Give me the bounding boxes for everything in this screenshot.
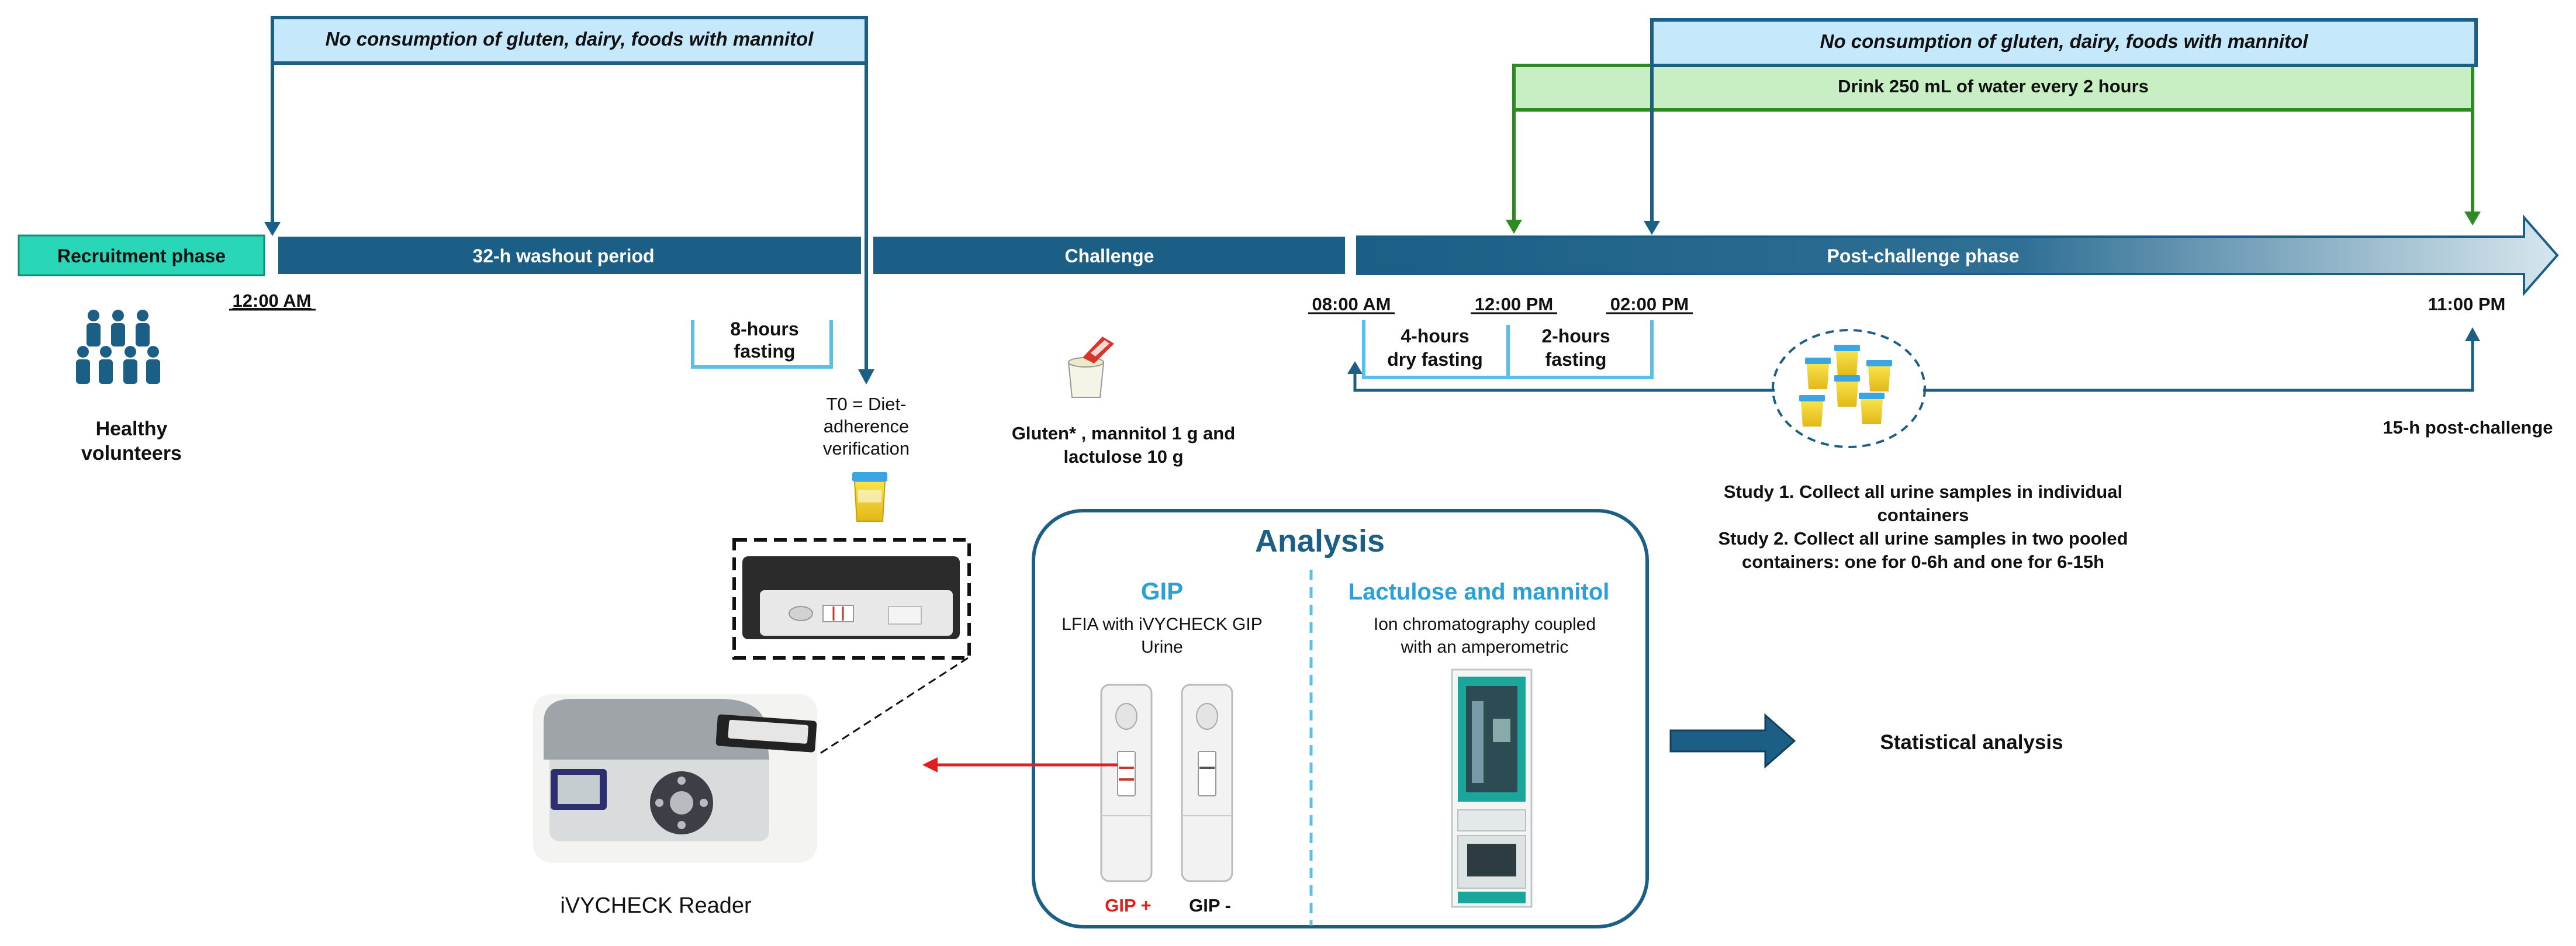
study-line-4: containers: one for 0-6h and one for 6-1… [1742, 552, 2104, 572]
washout-bar [278, 237, 861, 274]
top-band-right: Drink 250 mL of water every 2 hours No c… [1506, 18, 2481, 235]
time-1200pm: 12:00 PM [1475, 294, 1553, 314]
analysis-title: Analysis [1255, 524, 1385, 559]
gip-positive-strip [1100, 684, 1153, 882]
recruitment-phase-bar [18, 234, 265, 276]
fasting-4h-line1: 4-hours [1401, 325, 1469, 346]
study-line-1: Study 1. Collect all urine samples in in… [1724, 481, 2122, 502]
time-1100pm: 11:00 PM [2428, 294, 2506, 314]
time-0800am: 08:00 AM [1312, 294, 1391, 314]
reader-label: iVYCHECK Reader [560, 893, 752, 918]
top-band-left-text: No consumption of gluten, dairy, foods w… [326, 28, 814, 50]
gip-title: GIP [1141, 577, 1183, 605]
time-1200am: 12:00 AM [233, 290, 312, 311]
volunteers-label-2: volunteers [81, 442, 182, 465]
lm-title: Lactulose and mannitol [1348, 579, 1610, 605]
challenge-desc-1: Gluten* , mannitol 1 g and [1012, 423, 1235, 443]
challenge-desc-2: lactulose 10 g [1063, 446, 1183, 467]
t0-line3: verification [823, 438, 910, 459]
fasting-8h-line1: 8-hours [730, 318, 798, 339]
challenge-label: Challenge [1065, 245, 1154, 266]
ivycheck-reader-device [533, 694, 817, 862]
t0-line2: adherence [824, 416, 910, 436]
gip-negative-label: GIP - [1189, 895, 1231, 916]
time-labels: 12:00 AM 08:00 AM 12:00 PM 02:00 PM 11:0… [229, 290, 2505, 314]
gip-negative-strip [1181, 684, 1233, 882]
recruitment-phase-label: Recruitment phase [57, 245, 226, 266]
ion-chromatograph-instrument [1451, 668, 1533, 908]
time-0200pm: 02:00 PM [1610, 294, 1689, 314]
block-arrow [1669, 713, 1796, 769]
arrow-head [1506, 220, 1522, 234]
post-challenge-arrow [1356, 214, 2559, 297]
volunteers-icon [76, 310, 160, 384]
post-challenge-label: Post-challenge phase [1827, 245, 2020, 266]
top-band-left: No consumption of gluten, dairy, foods w… [264, 16, 874, 384]
washout-label: 32-h washout period [472, 245, 654, 266]
study-line-3: Study 2. Collect all urine samples in tw… [1718, 528, 2128, 549]
arrow-head [264, 222, 281, 236]
statistical-analysis-label: Statistical analysis [1880, 731, 2063, 754]
t0-line1: T0 = Diet- [827, 394, 907, 414]
urine-cup-icon [852, 472, 887, 522]
urine-samples-cluster-icon [1772, 329, 1926, 448]
lm-desc-1: Ion chromatography coupled [1374, 615, 1596, 634]
fasting-4h-line2: dry fasting [1387, 349, 1483, 370]
challenge-cup-icon [1067, 337, 1114, 398]
gip-desc-2: Urine [1141, 637, 1183, 657]
timeline: Recruitment phase 32-h washout period Ch… [18, 214, 2559, 297]
post-15h-label: 15-h post-challenge [2383, 417, 2553, 438]
lm-desc-2: with an amperometric [1401, 637, 1569, 657]
red-arrow [922, 757, 1118, 772]
fasting-8h-line2: fasting [734, 341, 796, 362]
fasting-4h-2h-brackets: 4-hours dry fasting 2-hours fasting [1362, 320, 1654, 379]
gip-positive-label: GIP + [1105, 895, 1152, 916]
water-band-text: Drink 250 mL of water every 2 hours [1838, 76, 2149, 96]
fasting-2h-line2: fasting [1545, 349, 1607, 370]
analysis-box: Analysis GIP LFIA with iVYCHECK GIP Urin… [1032, 509, 1649, 928]
study-line-2: containers [1877, 505, 1969, 525]
gip-desc-1: LFIA with iVYCHECK GIP [1061, 615, 1262, 634]
arrow-head [1644, 221, 1660, 235]
top-band-right-text: No consumption of gluten, dairy, foods w… [1820, 30, 2309, 52]
fasting-2h-line1: 2-hours [1541, 325, 1610, 346]
volunteers-label-1: Healthy [96, 418, 168, 440]
fasting-8h-bracket: 8-hours fasting [691, 318, 833, 369]
collection-lines [1347, 327, 2480, 392]
zoom-inset [732, 538, 971, 755]
challenge-bar [873, 237, 1345, 274]
arrow-head [858, 369, 874, 384]
arrow-head [2464, 212, 2481, 226]
